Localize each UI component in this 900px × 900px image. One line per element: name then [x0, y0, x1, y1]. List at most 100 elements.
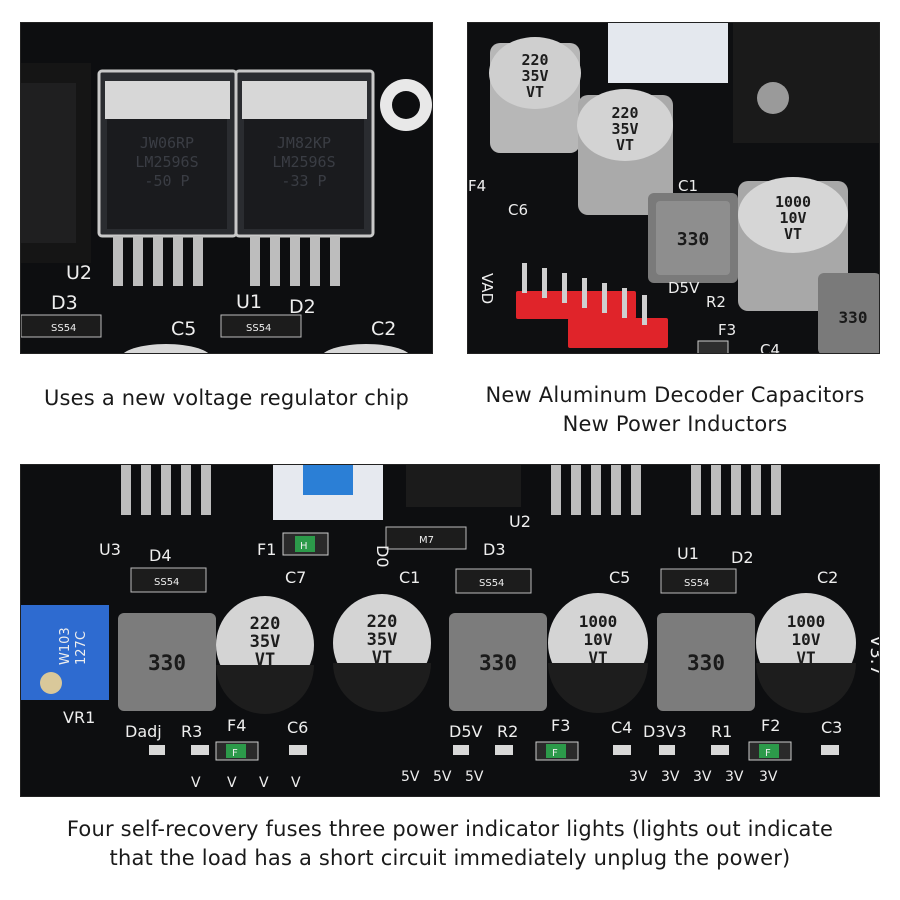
svg-text:F: F: [232, 748, 238, 759]
label-u2: U2: [66, 262, 92, 284]
regulator-photo: JW06RP LM2596S -50 P JM82KP LM2596S -33 …: [20, 22, 433, 354]
svg-text:SS54: SS54: [154, 577, 179, 588]
regulator-chip-left: JW06RP LM2596S -50 P: [97, 69, 238, 238]
board-capacitor-3: 1000 10V VT: [548, 593, 648, 713]
label-d5v: D5V: [668, 279, 700, 297]
svg-text:5V: 5V: [401, 769, 420, 785]
caption-regulator: Uses a new voltage regulator chip: [20, 384, 433, 413]
svg-text:D5V: D5V: [449, 722, 483, 741]
label-f4: F4: [468, 177, 486, 195]
svg-text:F: F: [765, 748, 771, 759]
svg-text:D3: D3: [483, 540, 506, 559]
svg-text:1000: 1000: [787, 612, 826, 631]
svg-text:H: H: [300, 541, 308, 552]
svg-text:C4: C4: [611, 718, 632, 737]
caption-capacitors: New Aluminum Decoder Capacitors New Powe…: [450, 381, 900, 439]
label-c2: C2: [371, 318, 396, 340]
svg-text:10V: 10V: [779, 209, 806, 227]
label-vad: VAD: [478, 273, 496, 304]
chip-right-line1: JM82KP: [277, 134, 331, 152]
chip-left-line2: LM2596S: [135, 153, 198, 171]
svg-text:220: 220: [367, 612, 398, 632]
caption-regulator-text: Uses a new voltage regulator chip: [43, 386, 410, 410]
svg-text:C3: C3: [821, 718, 842, 737]
svg-text:330: 330: [687, 651, 725, 675]
svg-text:C7: C7: [285, 568, 306, 587]
svg-text:35V: 35V: [250, 632, 281, 652]
label-d3: D3: [51, 292, 78, 314]
svg-text:VT: VT: [616, 136, 634, 154]
label-c4: C4: [760, 341, 780, 354]
svg-text:F3: F3: [551, 716, 570, 735]
board-photo: SS54 M7 SS54 SS54 H W103 127C 330 330 33…: [20, 464, 880, 797]
diode-code-left: SS54: [51, 323, 76, 334]
svg-text:127C: 127C: [74, 631, 89, 665]
svg-text:220: 220: [521, 51, 548, 69]
svg-text:F1: F1: [257, 540, 276, 559]
svg-text:V3.7: V3.7: [866, 635, 880, 676]
svg-text:V: V: [291, 775, 301, 791]
board-capacitor-1: 220 35V VT: [216, 596, 314, 714]
svg-text:10V: 10V: [792, 630, 821, 649]
svg-text:5V: 5V: [465, 769, 484, 785]
capacitor-b: 220 35V VT: [577, 89, 673, 215]
caption-capacitors-line1: New Aluminum Decoder Capacitors: [485, 383, 865, 407]
svg-text:Dadj: Dadj: [125, 722, 162, 741]
label-r2: R2: [706, 293, 726, 311]
svg-text:R2: R2: [497, 722, 518, 741]
caption-fuses: Four self-recovery fuses three power ind…: [0, 815, 900, 873]
capacitor-a: 220 35V VT: [489, 37, 581, 153]
capacitors-photo: 220 35V VT 220 35V VT 330 1000 10V VT: [467, 22, 880, 354]
svg-text:F: F: [552, 748, 558, 759]
board-inductor-2: 330: [449, 613, 547, 711]
chip-left-line3: -50 P: [144, 172, 189, 190]
svg-text:35V: 35V: [611, 120, 638, 138]
svg-text:C6: C6: [287, 718, 308, 737]
svg-text:VT: VT: [588, 648, 607, 667]
regulator-chip-right: JM82KP LM2596S -33 P: [234, 69, 375, 238]
svg-text:VT: VT: [372, 648, 392, 668]
svg-text:D3V3: D3V3: [643, 722, 687, 741]
fuse-f3: F: [535, 741, 579, 761]
label-f3: F3: [718, 321, 736, 339]
svg-text:VT: VT: [255, 650, 275, 670]
inductor-b: 330: [818, 273, 879, 353]
board-capacitor-4: 1000 10V VT: [756, 593, 856, 713]
svg-text:VR1: VR1: [63, 708, 95, 727]
svg-text:1000: 1000: [579, 612, 618, 631]
svg-text:V: V: [259, 775, 269, 791]
inductor-a: 330: [648, 193, 738, 283]
svg-text:R1: R1: [711, 722, 732, 741]
svg-text:VT: VT: [526, 83, 544, 101]
label-c6: C6: [508, 201, 528, 219]
svg-text:220: 220: [250, 614, 281, 634]
fuse-f2: F: [748, 741, 792, 761]
svg-text:35V: 35V: [367, 630, 398, 650]
chip-right-line2: LM2596S: [272, 153, 335, 171]
svg-text:3V: 3V: [693, 769, 712, 785]
label-d2: D2: [289, 296, 316, 318]
diode-code-right: SS54: [246, 323, 271, 334]
svg-text:VT: VT: [796, 648, 815, 667]
board-inductor-1: 330: [118, 613, 216, 711]
caption-fuses-line1: Four self-recovery fuses three power ind…: [66, 817, 834, 841]
board-capacitor-2: 220 35V VT: [333, 594, 431, 712]
svg-text:330: 330: [148, 651, 186, 675]
label-u1: U1: [236, 291, 262, 313]
svg-text:D2: D2: [731, 548, 754, 567]
svg-text:W103: W103: [58, 627, 73, 665]
svg-text:V: V: [191, 775, 201, 791]
svg-text:C1: C1: [399, 568, 420, 587]
label-c5: C5: [171, 318, 196, 340]
svg-text:1000: 1000: [775, 193, 811, 211]
svg-text:M7: M7: [419, 535, 434, 546]
svg-text:F2: F2: [761, 716, 780, 735]
caption-capacitors-line2: New Power Inductors: [562, 412, 788, 436]
svg-text:35V: 35V: [521, 67, 548, 85]
board-inductor-3: 330: [657, 613, 755, 711]
svg-text:F4: F4: [227, 716, 246, 735]
svg-text:330: 330: [677, 229, 710, 250]
svg-text:D0: D0: [373, 545, 392, 568]
svg-text:330: 330: [479, 651, 517, 675]
svg-text:U2: U2: [509, 512, 531, 531]
